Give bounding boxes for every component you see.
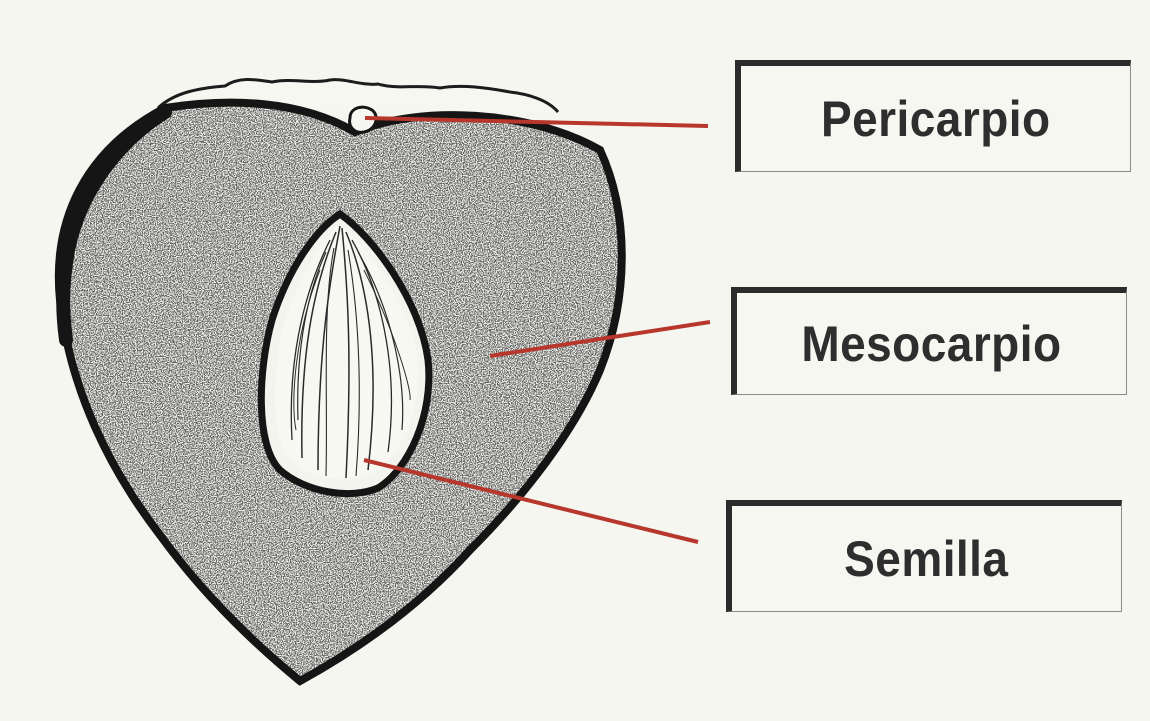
- label-box-seed: Semilla: [726, 500, 1122, 612]
- label-box-pericarp: Pericarpio: [735, 60, 1131, 172]
- label-seed: Semilla: [844, 530, 1008, 588]
- label-mesocarp: Mesocarpio: [801, 315, 1061, 373]
- label-pericarp: Pericarpio: [821, 90, 1051, 148]
- label-box-mesocarp: Mesocarpio: [731, 287, 1127, 395]
